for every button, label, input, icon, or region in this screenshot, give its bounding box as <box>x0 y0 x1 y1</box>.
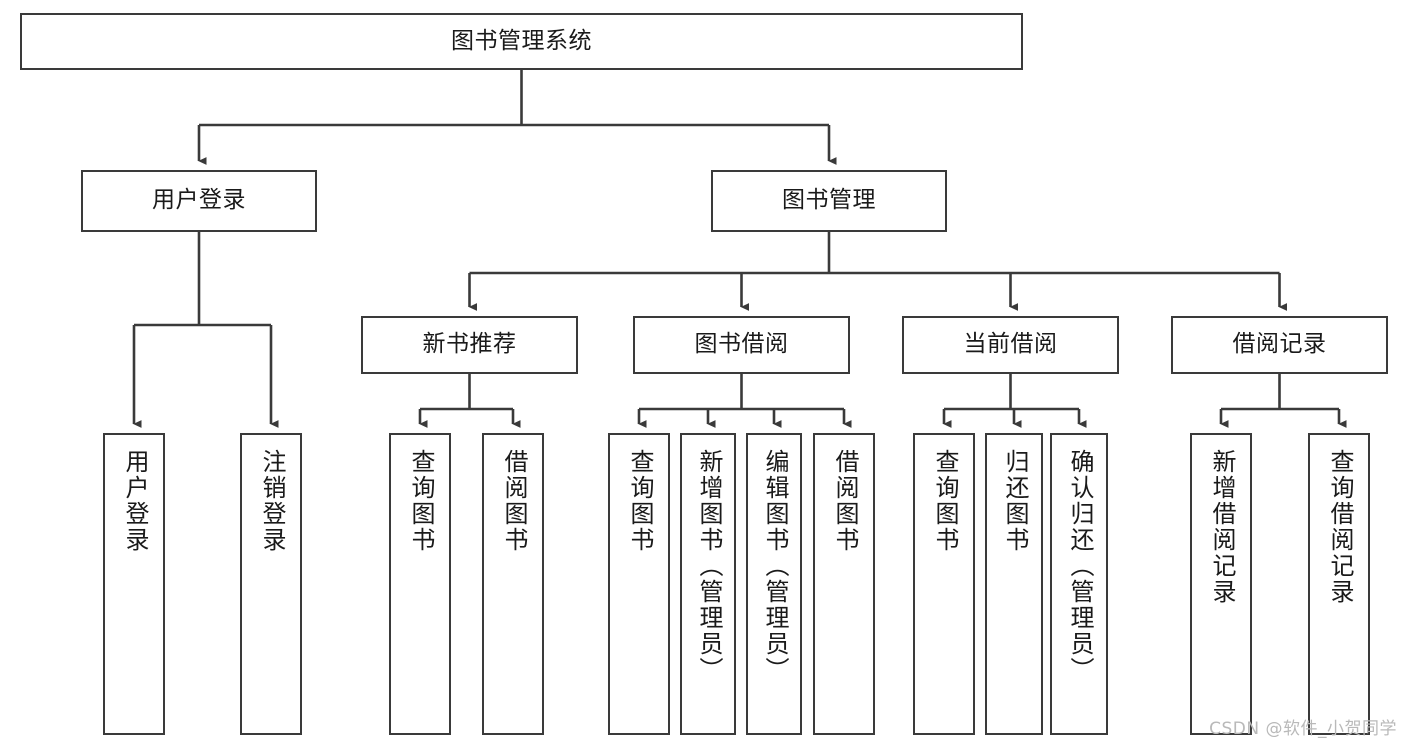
node-label-leaf-query-book-3: 查询图书 <box>930 449 959 553</box>
node-leaf-user-logout[interactable]: 注销登录 <box>240 433 302 735</box>
node-label-leaf-user-logout: 注销登录 <box>257 449 286 553</box>
node-leaf-borrow-book-2[interactable]: 借阅图书 <box>813 433 875 735</box>
node-new-book-rec[interactable]: 新书推荐 <box>361 316 578 374</box>
node-label-leaf-add-book: 新增图书（管理员） <box>694 449 723 683</box>
node-leaf-query-record[interactable]: 查询借阅记录 <box>1308 433 1370 735</box>
node-leaf-edit-book[interactable]: 编辑图书（管理员） <box>746 433 802 735</box>
node-leaf-confirm-return[interactable]: 确认归还（管理员） <box>1050 433 1108 735</box>
node-label-book-manage: 图书管理 <box>782 187 876 214</box>
node-label-book-borrow: 图书借阅 <box>694 331 789 358</box>
node-label-leaf-edit-book: 编辑图书（管理员） <box>760 449 789 683</box>
node-leaf-query-book-1[interactable]: 查询图书 <box>389 433 451 735</box>
node-leaf-borrow-book-1[interactable]: 借阅图书 <box>482 433 544 735</box>
node-leaf-return-book[interactable]: 归还图书 <box>985 433 1043 735</box>
node-label-leaf-return-book: 归还图书 <box>1000 449 1029 553</box>
node-leaf-user-login[interactable]: 用户登录 <box>103 433 165 735</box>
node-label-root: 图书管理系统 <box>451 27 592 54</box>
csdn-watermark: CSDN @软件_小贺同学 <box>1209 719 1397 739</box>
node-leaf-query-book-2[interactable]: 查询图书 <box>608 433 670 735</box>
node-book-borrow[interactable]: 图书借阅 <box>633 316 850 374</box>
node-user-login[interactable]: 用户登录 <box>81 170 317 232</box>
node-leaf-add-book[interactable]: 新增图书（管理员） <box>680 433 736 735</box>
node-label-leaf-user-login: 用户登录 <box>120 449 149 553</box>
node-label-leaf-query-book-1: 查询图书 <box>406 449 435 553</box>
node-label-borrow-record: 借阅记录 <box>1232 331 1327 358</box>
node-book-manage[interactable]: 图书管理 <box>711 170 947 232</box>
node-label-new-book-rec: 新书推荐 <box>422 331 517 358</box>
node-label-leaf-borrow-book-2: 借阅图书 <box>830 449 859 553</box>
node-label-leaf-borrow-book-1: 借阅图书 <box>499 449 528 553</box>
node-leaf-query-book-3[interactable]: 查询图书 <box>913 433 975 735</box>
node-label-leaf-query-book-2: 查询图书 <box>625 449 654 553</box>
node-leaf-add-record[interactable]: 新增借阅记录 <box>1190 433 1252 735</box>
node-label-current-borrow: 当前借阅 <box>963 331 1058 358</box>
node-label-leaf-query-record: 查询借阅记录 <box>1325 449 1354 605</box>
node-label-leaf-confirm-return: 确认归还（管理员） <box>1065 449 1094 683</box>
node-root[interactable]: 图书管理系统 <box>20 13 1023 70</box>
node-current-borrow[interactable]: 当前借阅 <box>902 316 1119 374</box>
node-borrow-record[interactable]: 借阅记录 <box>1171 316 1388 374</box>
node-label-user-login: 用户登录 <box>152 187 246 214</box>
node-label-leaf-add-record: 新增借阅记录 <box>1207 449 1236 605</box>
